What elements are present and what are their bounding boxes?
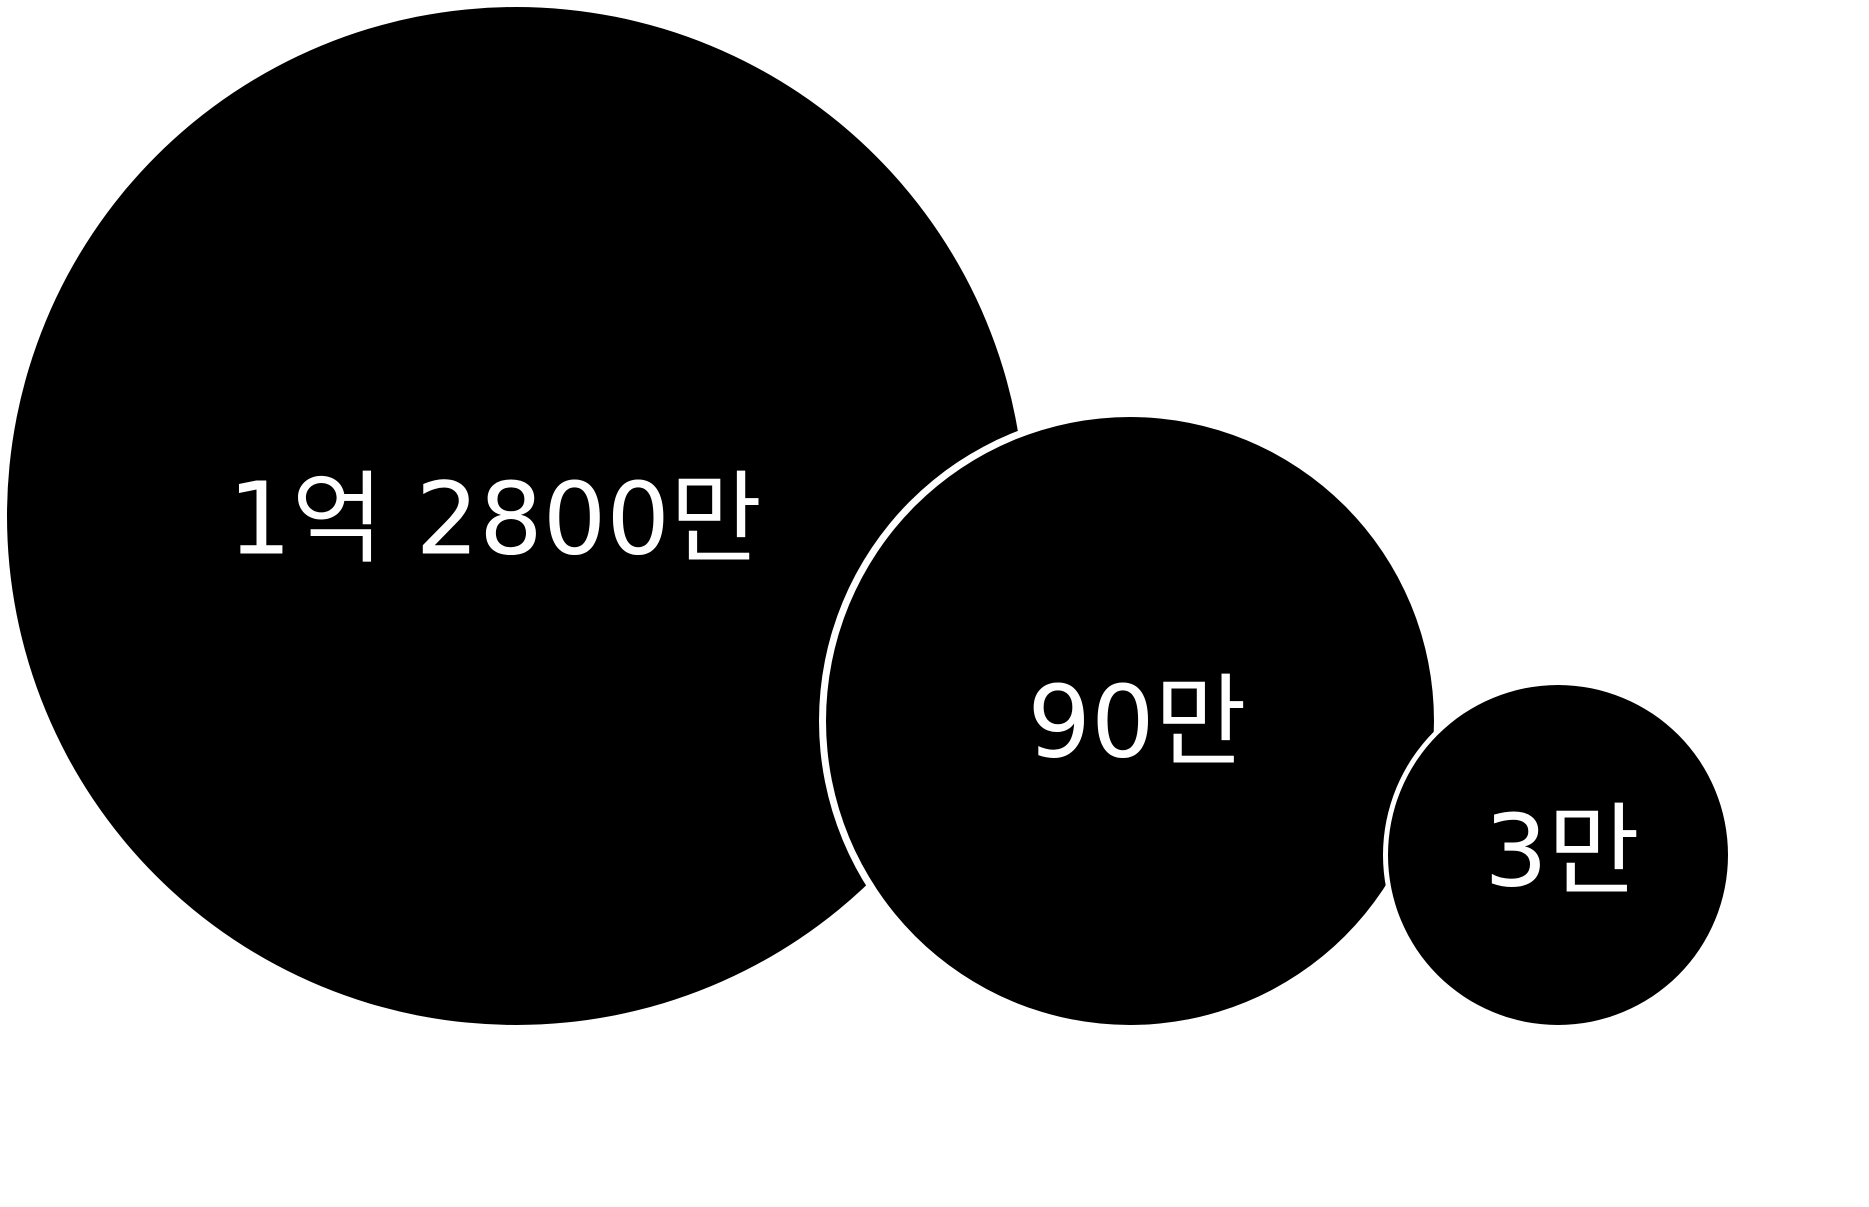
bubble-group-1 xyxy=(7,7,1025,1025)
bubble-1 xyxy=(7,7,1025,1025)
bubble-group-3 xyxy=(1383,680,1733,1030)
bubble-1-label: 1억 2800만 xyxy=(228,460,762,577)
bubble-2-label: 90만 xyxy=(1027,663,1246,780)
bubble-group-2 xyxy=(819,410,1441,1032)
bubble-3 xyxy=(1388,685,1728,1025)
bubble-2 xyxy=(826,417,1434,1025)
bubble-3-label: 3만 xyxy=(1484,792,1640,909)
